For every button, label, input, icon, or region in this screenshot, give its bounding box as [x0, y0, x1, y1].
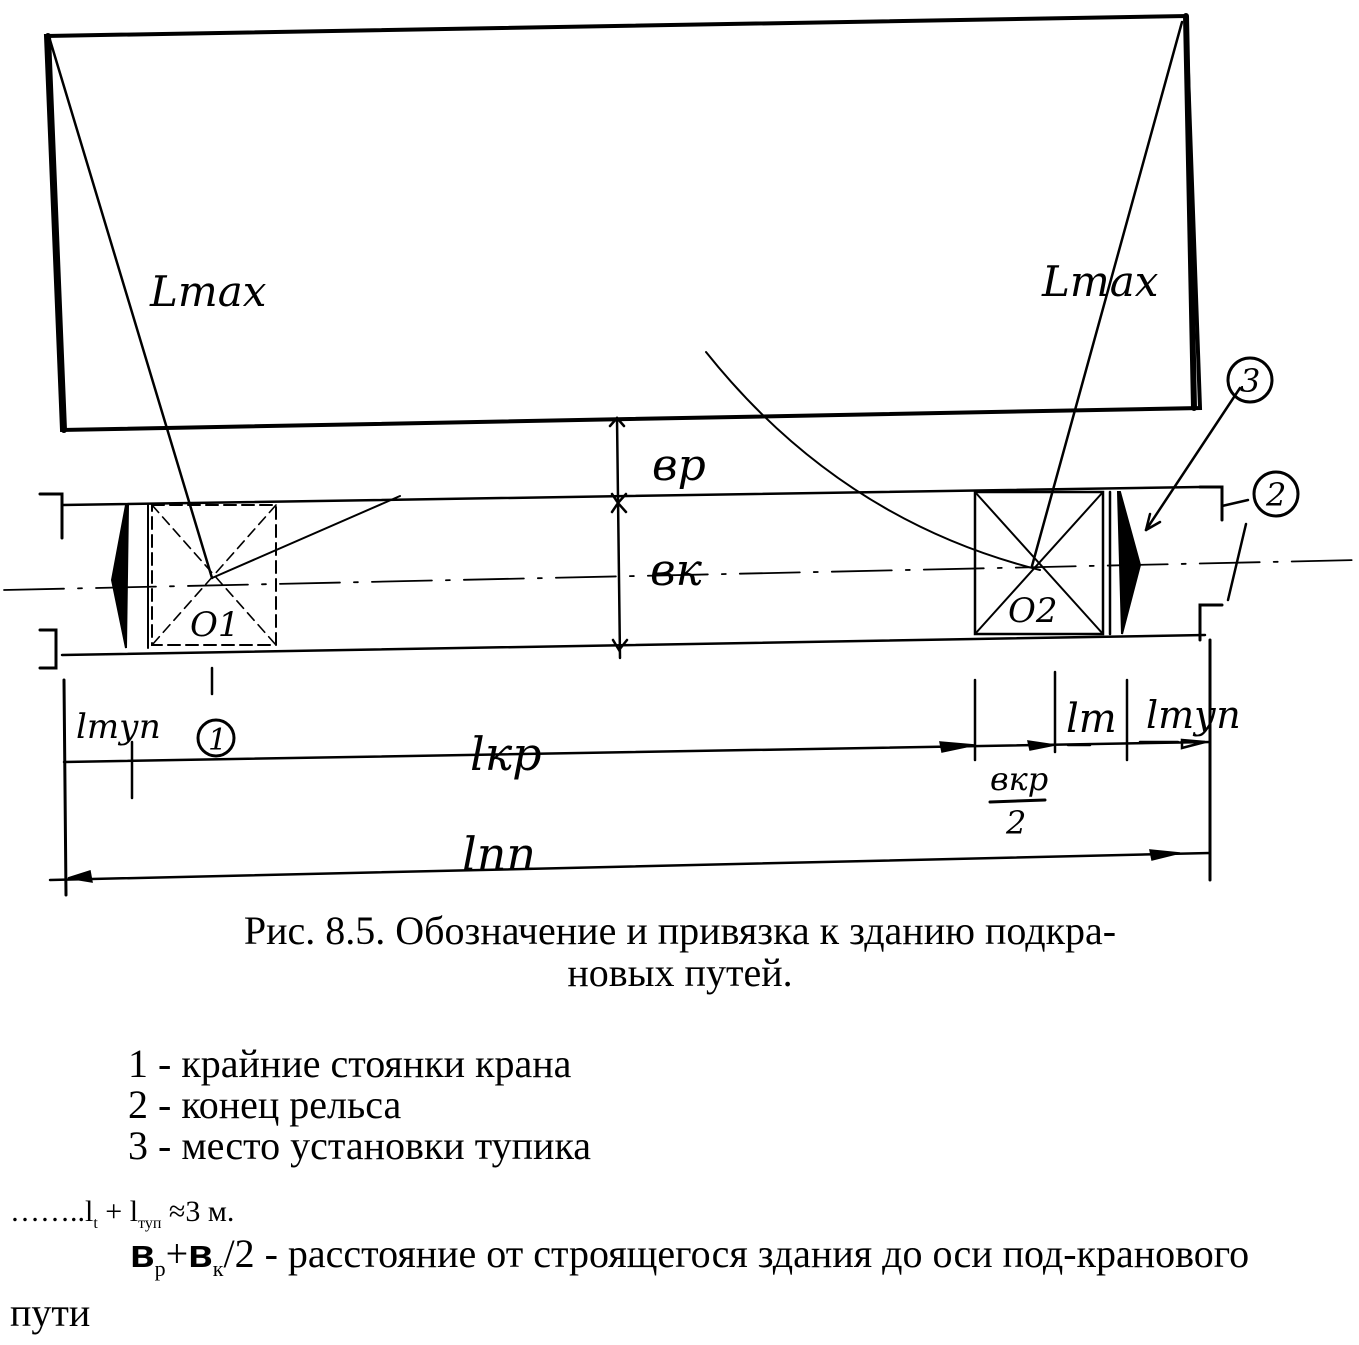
formula-l2: l	[129, 1195, 139, 1228]
reach-line-right	[1030, 20, 1184, 568]
legend-item-2: 2 - конец рельса	[128, 1082, 402, 1127]
label-o1: O1	[190, 605, 240, 645]
label-o2: O2	[1008, 591, 1058, 631]
marker-2-label: 2	[1265, 476, 1286, 514]
formula-l1: l	[85, 1195, 94, 1228]
legend-item-3: 3 - место установки тупика	[128, 1123, 592, 1168]
label-bkr-numerator: вкр	[990, 760, 1048, 798]
label-bkr-denominator: 2	[1005, 804, 1026, 842]
swing-arc-left	[211, 495, 401, 579]
dimension-br-bk	[615, 416, 622, 660]
rail-end-right	[1198, 485, 1224, 642]
swing-arc-right	[705, 351, 1041, 571]
formula-prefix: ……..	[10, 1195, 85, 1228]
desc-b2: в	[188, 1232, 213, 1276]
formula-line: ……..lt + lтуп ≈3 м.	[10, 1195, 234, 1233]
rail-end-left	[38, 492, 64, 670]
formula-sub1: t	[93, 1215, 98, 1232]
formula-rest: ≈3 м.	[161, 1195, 235, 1228]
desc-b1: в	[130, 1232, 155, 1276]
legend-item-1: 1 - крайние стоянки крана	[128, 1041, 572, 1086]
rail-top	[60, 485, 1202, 507]
desc-text: /2 - расстояние от строящегося здания до…	[10, 1231, 1250, 1335]
marker-1-circle	[196, 718, 236, 758]
rail-bottom	[60, 633, 1207, 657]
formula-plus: +	[97, 1195, 130, 1228]
dim-line-main	[62, 740, 1212, 764]
figure-caption: Рис. 8.5. Обозначение и привязка к здани…	[130, 910, 1230, 994]
leader-marker-3	[1144, 386, 1242, 532]
dim-line-lpp	[48, 851, 1212, 882]
label-l-t: lт	[1066, 696, 1117, 742]
crane-position-left	[151, 504, 277, 646]
marker-3-label: 3	[1240, 362, 1260, 400]
crane-position-right	[973, 490, 1105, 636]
label-l-tup-right: lтуп	[1146, 693, 1241, 737]
label-l-pp: lпп	[462, 827, 536, 881]
leader-marker-2	[1220, 498, 1250, 602]
caption-line-1: Рис. 8.5. Обозначение и привязка к здани…	[243, 908, 1117, 953]
marker-1-label: 1	[208, 723, 227, 758]
label-lmax-left: Lmax	[149, 267, 267, 316]
desc-sub-k: к	[212, 1256, 224, 1281]
buffer-left	[110, 504, 130, 649]
caption-line-2: новых путей.	[567, 950, 793, 995]
label-l-kr: lкр	[470, 727, 542, 781]
label-l-tup-left: lтуп	[76, 707, 161, 747]
label-br: вр	[652, 440, 706, 491]
desc-sub-p: р	[154, 1256, 166, 1281]
label-lmax-right: Lmax	[1041, 257, 1159, 306]
label-bk: вк	[650, 545, 703, 596]
buffer-right	[1116, 491, 1142, 635]
desc-plus: +	[165, 1231, 189, 1276]
reach-line-left	[48, 38, 214, 580]
formula-sub2: туп	[138, 1215, 162, 1232]
legend-list: 1 - крайние стоянки крана 2 - конец рель…	[128, 1043, 591, 1166]
marker-3-circle	[1226, 356, 1274, 404]
description-paragraph: вр+вк/2 - расстояние от строящегося здан…	[10, 1232, 1330, 1335]
crane-track-diagram: Lmax Lmax вр вк O1 O2 lтуп lкр lт lтуп в…	[3, 13, 1359, 897]
building-outline	[43, 13, 1203, 433]
marker-2-circle	[1252, 470, 1300, 518]
